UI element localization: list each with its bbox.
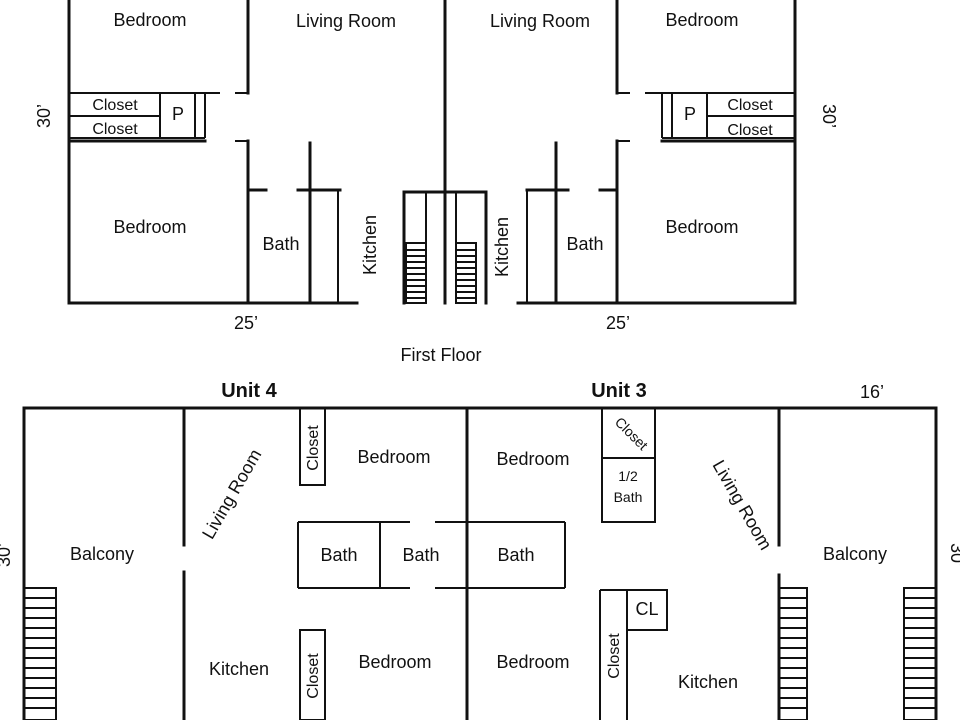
closet-1-right-label: Closet (727, 97, 773, 114)
width-dim-unit3: 16’ (860, 382, 884, 402)
second-floor-outline (22, 406, 938, 720)
closet-bottom-unit4-label: Closet (305, 653, 322, 699)
balcony-unit4-label: Balcony (70, 544, 134, 564)
balcony-unit3-label: Balcony (823, 544, 887, 564)
bath-unit3-label: Bath (497, 545, 534, 565)
kitchen-right-label: Kitchen (492, 217, 512, 277)
first-floor-left-unit: Bedroom Living Room Closet Closet P Bedr… (34, 0, 447, 333)
kitchen-unit4-label: Kitchen (209, 659, 269, 679)
bedroom-bottom-unit3-label: Bedroom (496, 652, 569, 672)
unit-4: Balcony Living Room Closet Bedroom Bath … (0, 406, 467, 720)
bedroom-bottom-right-label: Bedroom (665, 217, 738, 237)
height-dim-right-label: 30’ (819, 104, 839, 128)
cl-unit3-label: CL (635, 599, 658, 619)
closet-top-unit4-label: Closet (305, 425, 322, 471)
living-room-unit4-label: Living Room (198, 446, 265, 543)
living-room-left-label: Living Room (296, 11, 396, 31)
unit-3-title: Unit 3 (591, 380, 647, 402)
bath-2-unit4-label: Bath (402, 545, 439, 565)
width-dim-right-label: 25’ (606, 313, 630, 333)
half-bath-2-label: Bath (614, 489, 643, 505)
unit-3: Bedroom Closet 1/2 Bath Living Room Bath… (467, 406, 960, 720)
living-room-right-label: Living Room (490, 11, 590, 31)
height-dim-unit3: 30’ (947, 543, 960, 567)
kitchen-unit3-label: Kitchen (678, 672, 738, 692)
closet-bottom-unit3-label: Closet (606, 633, 623, 679)
pantry-right-label: P (684, 104, 696, 124)
closet-2-right-label: Closet (727, 122, 773, 139)
living-room-unit3-label: Living Room (709, 457, 776, 554)
kitchen-left-label: Kitchen (360, 215, 380, 275)
bedroom-bottom-unit4-label: Bedroom (358, 652, 431, 672)
closet-1-left-label: Closet (92, 97, 138, 114)
bedroom-bottom-left-label: Bedroom (113, 217, 186, 237)
pantry-left-label: P (172, 104, 184, 124)
bedroom-top-right-label: Bedroom (665, 10, 738, 30)
bath-right-label: Bath (566, 234, 603, 254)
half-bath-1-label: 1/2 (618, 468, 638, 484)
bath-left-label: Bath (262, 234, 299, 254)
bath-1-unit4-label: Bath (320, 545, 357, 565)
bedroom-top-left-label: Bedroom (113, 10, 186, 30)
bedroom-top-unit4-label: Bedroom (357, 447, 430, 467)
width-dim-left-label: 25’ (234, 313, 258, 333)
height-dim-left-label: 30’ (34, 104, 54, 128)
bedroom-top-unit3-label: Bedroom (496, 449, 569, 469)
first-floor-caption: First Floor (401, 345, 482, 365)
unit-4-title: Unit 4 (221, 380, 277, 402)
closet-top-unit3-label: Closet (612, 414, 651, 453)
height-dim-unit4: 30’ (0, 543, 14, 567)
first-floor-right-unit: Bedroom Living Room Closet Closet P Bedr… (443, 0, 839, 333)
closet-2-left-label: Closet (92, 121, 138, 138)
